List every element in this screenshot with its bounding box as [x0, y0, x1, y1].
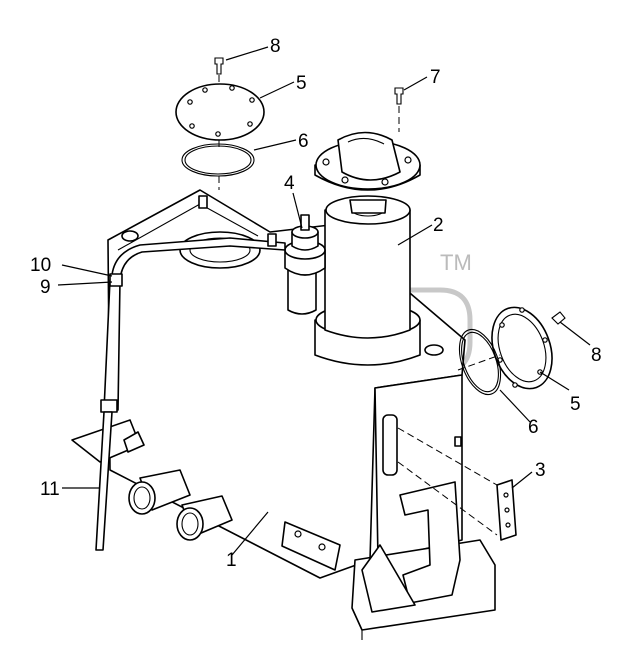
breather-cylinder [314, 131, 421, 366]
leader-lines [57, 46, 591, 556]
trademark-label: TM [440, 250, 472, 275]
callout-4: 4 [284, 173, 295, 194]
callout-1: 1 [226, 550, 237, 571]
callout-5-top: 5 [296, 73, 307, 94]
callout-labels: 8 5 6 7 4 2 10 9 11 1 3 5 6 8 [30, 36, 602, 571]
callout-11: 11 [40, 479, 60, 500]
callout-7: 7 [430, 67, 441, 88]
callout-8-side: 8 [591, 345, 602, 366]
terminal-bracket [397, 427, 517, 541]
callout-2: 2 [433, 215, 444, 236]
hose-line [95, 233, 286, 551]
callout-10: 10 [30, 255, 51, 276]
top-cover-plate [175, 57, 265, 190]
cap-bolt [394, 87, 404, 132]
callout-6-side: 6 [528, 417, 539, 438]
callout-9: 9 [40, 277, 51, 298]
callout-5-side: 5 [570, 394, 581, 415]
filter-assembly [284, 214, 326, 315]
callout-6-top: 6 [298, 131, 309, 152]
callout-3: 3 [535, 460, 546, 481]
main-housing [71, 189, 496, 640]
callout-8-top: 8 [270, 36, 281, 57]
